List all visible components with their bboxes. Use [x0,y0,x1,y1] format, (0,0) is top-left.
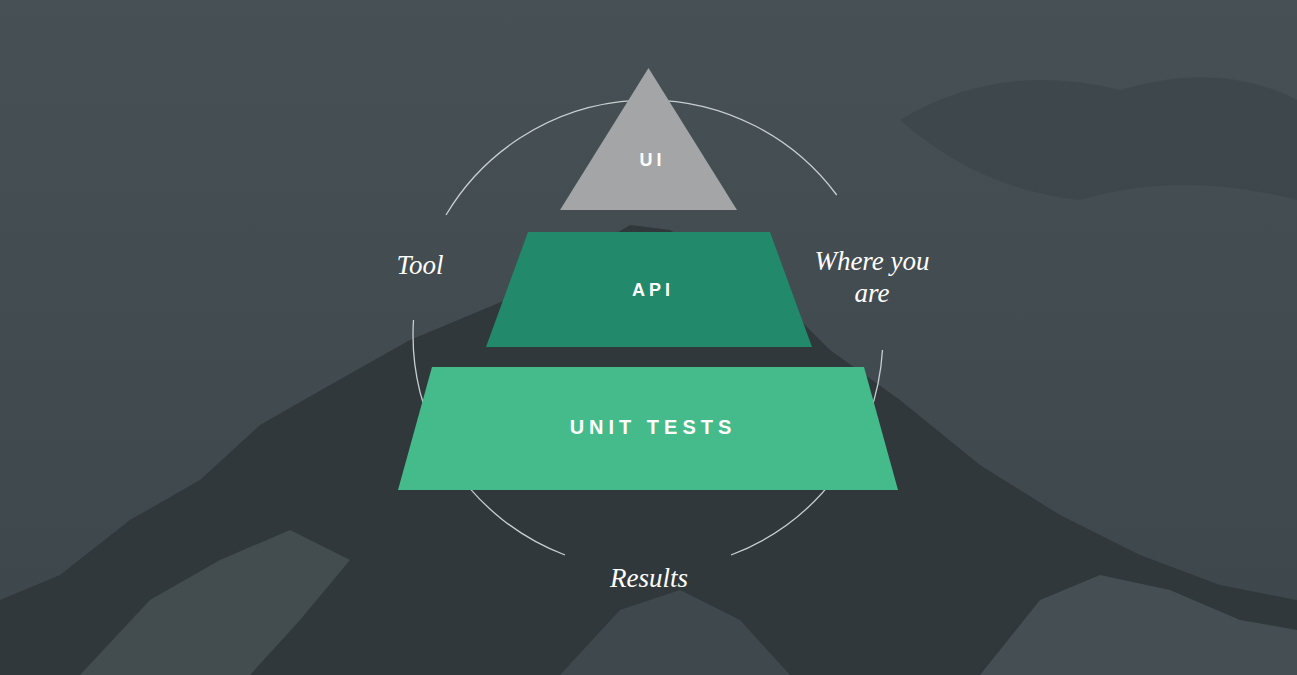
cycle-label: Tool [360,249,480,281]
cycle-label: Results [569,562,729,594]
pyramid-base: UNIT TESTS [398,367,898,490]
layer-label: UNIT TESTS [398,417,903,437]
shape-fill [560,68,737,210]
snow-patch [560,590,790,675]
layer-label: UI [560,151,741,169]
pyramid-tip: UI [560,68,737,210]
cycle-label: Where you are [812,245,932,310]
cloud [900,77,1297,200]
pyramid-layer: API [486,232,812,347]
snow-patch [980,575,1297,675]
shape-outline [560,68,737,210]
mountain [0,225,1297,675]
snow-patch [80,530,350,675]
layer-label: API [486,281,816,299]
